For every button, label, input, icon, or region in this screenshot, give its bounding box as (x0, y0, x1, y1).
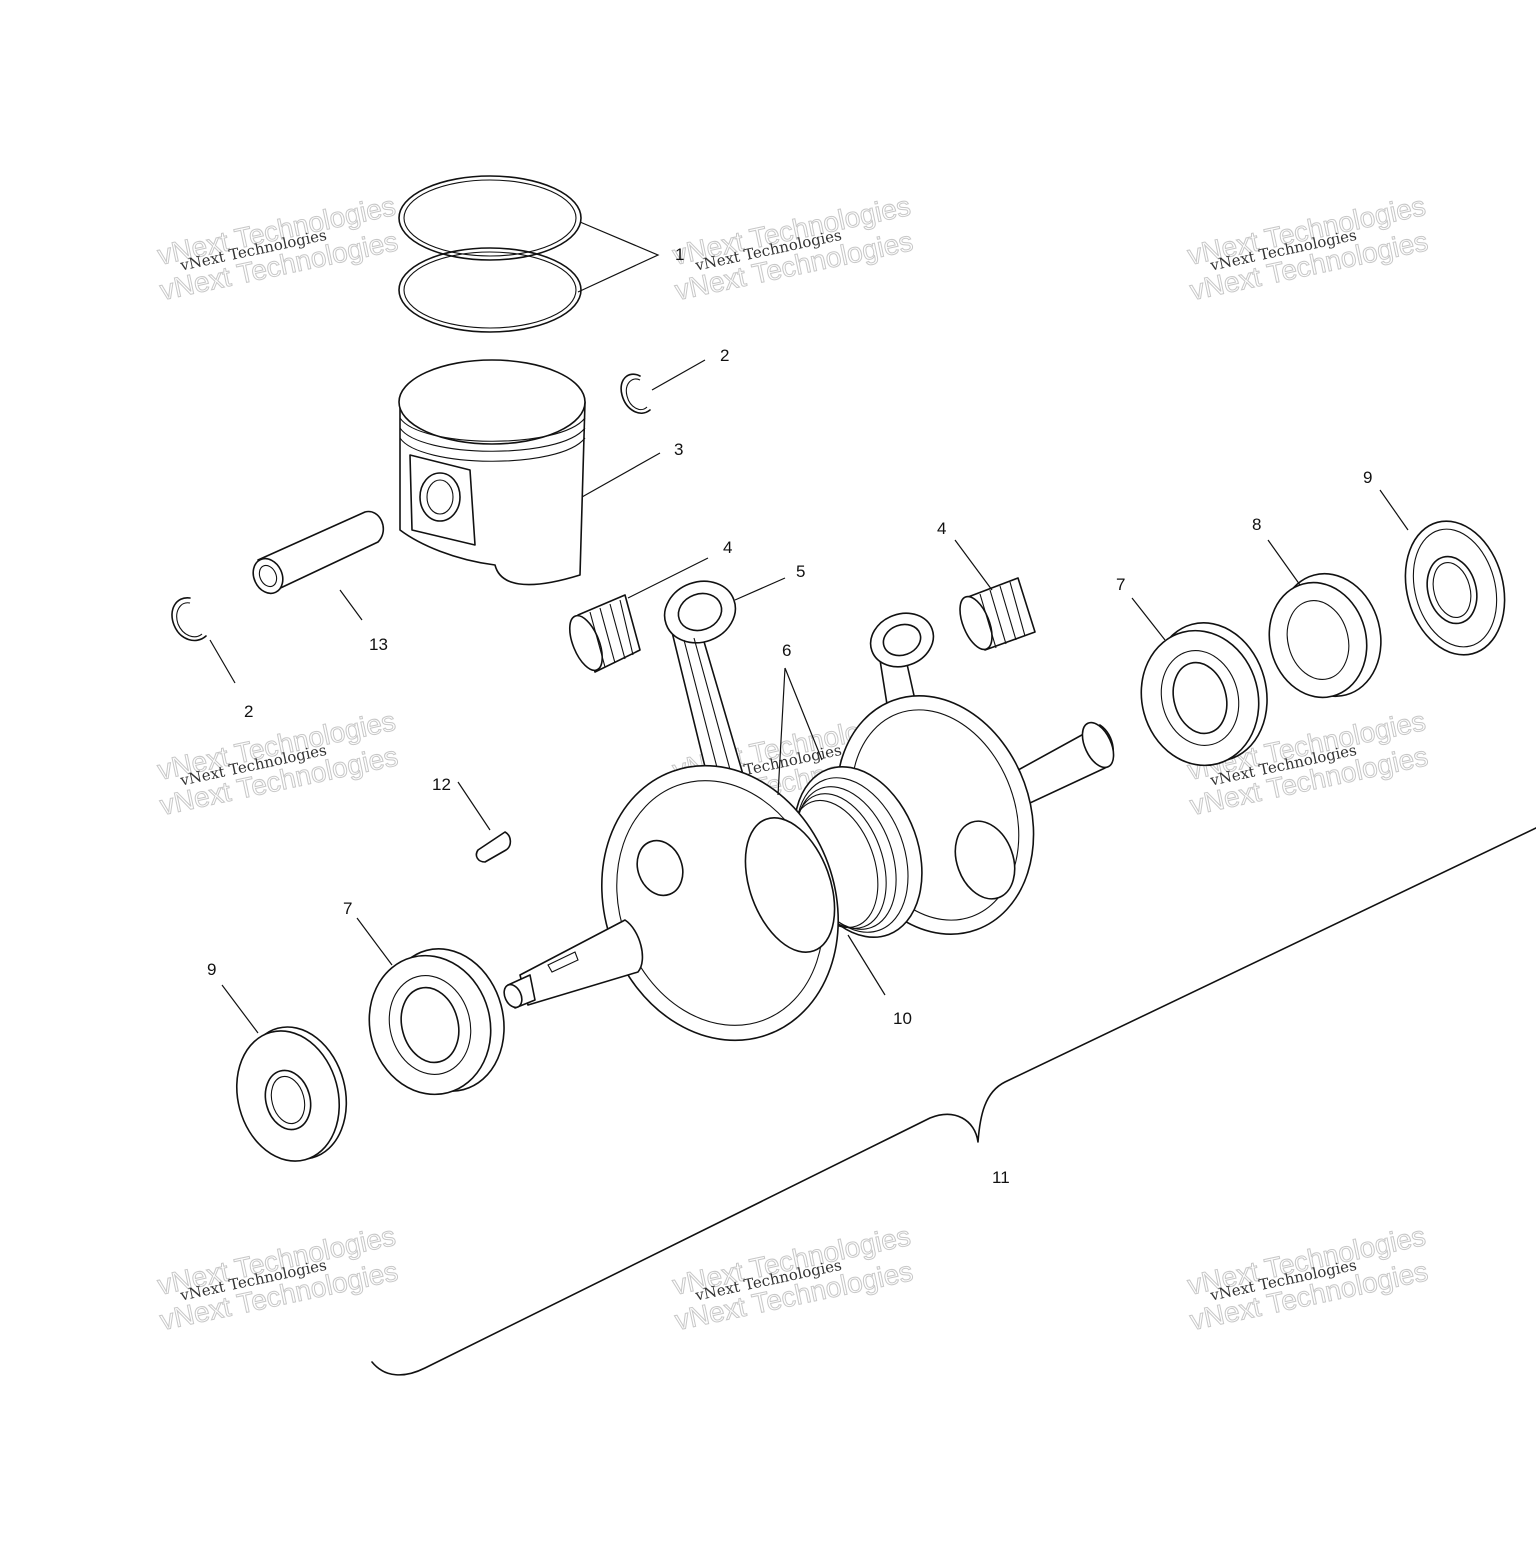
part-12-woodruff-key[interactable] (475, 831, 512, 863)
watermark: vNext Technologies vNext Technologies vN… (154, 1220, 401, 1337)
watermark: vNext Technologies vNext Technologies vN… (1184, 1220, 1431, 1337)
callout-4-left: 4 (723, 538, 732, 557)
part-13-piston-pin[interactable] (248, 510, 384, 599)
callout-2-upper: 2 (720, 346, 729, 365)
callout-2-lower: 2 (244, 702, 253, 721)
callout-9-right: 9 (1363, 468, 1372, 487)
part-1-piston-rings[interactable] (398, 175, 582, 333)
part-9-oil-seal-left[interactable] (223, 1015, 361, 1172)
part-4-needle-bearing-left[interactable] (563, 594, 641, 675)
callout-9-left: 9 (207, 960, 216, 979)
crankshaft-assembly[interactable] (501, 668, 1120, 1074)
part-3-piston[interactable] (398, 359, 586, 586)
callout-5: 5 (796, 562, 805, 581)
watermark: vNext Technologies vNext Technologies vN… (669, 190, 916, 307)
part-9-oil-seal-right[interactable] (1391, 510, 1519, 666)
callout-labels: 1 2 3 4 5 6 4 7 8 9 13 2 12 7 9 10 11 (207, 245, 1372, 1187)
watermark: vNext Technologies vNext Technologies vN… (154, 190, 401, 307)
callout-7-right: 7 (1116, 575, 1125, 594)
watermark: vNext Technologies vNext Technologies vN… (154, 705, 401, 822)
part-8-spacer-ring[interactable] (1257, 562, 1395, 708)
leader-lines (209, 221, 1409, 1034)
callout-3: 3 (674, 440, 683, 459)
callout-10: 10 (893, 1009, 912, 1028)
part-11-assembly-bracket (371, 827, 1536, 1376)
callout-8: 8 (1252, 515, 1261, 534)
watermark: vNext Technologies vNext Technologies vN… (1184, 190, 1431, 307)
callout-4-right: 4 (937, 519, 946, 538)
watermarks: vNext Technologies vNext Technologies vN… (154, 190, 1431, 1337)
part-2-circlip-upper[interactable] (620, 373, 651, 414)
callout-1: 1 (675, 245, 684, 264)
callout-12: 12 (432, 775, 451, 794)
part-4-needle-bearing-right[interactable] (953, 577, 1036, 654)
watermark: vNext Technologies vNext Technologies vN… (669, 1220, 916, 1337)
part-2-circlip-lower[interactable] (171, 597, 207, 642)
callout-7-left: 7 (343, 899, 352, 918)
callout-6: 6 (782, 641, 791, 660)
part-7-main-bearing-left[interactable] (354, 935, 520, 1108)
callout-11: 11 (992, 1168, 1010, 1187)
callout-13: 13 (369, 635, 388, 654)
part-7-main-bearing-right[interactable] (1126, 610, 1282, 779)
